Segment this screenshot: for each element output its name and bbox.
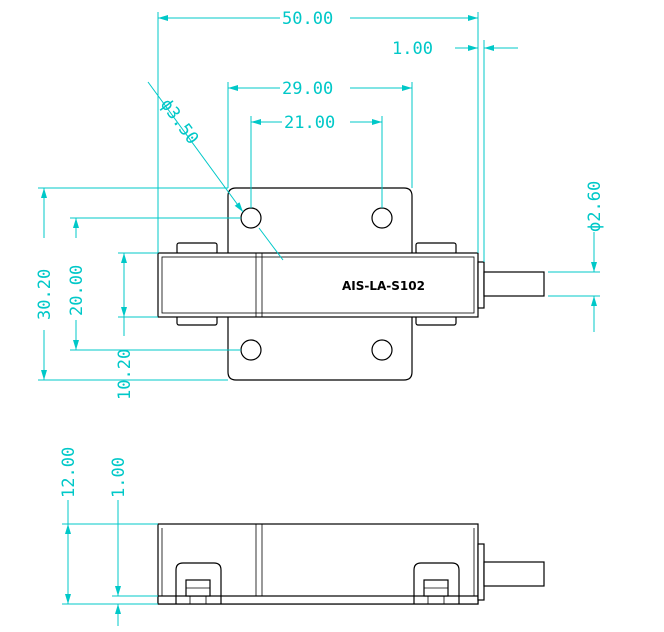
dim-side-height: 12.00 (59, 447, 79, 498)
dim-body-height: 10.20 (115, 349, 135, 400)
side-clip-right (413, 562, 460, 604)
side-cable (483, 561, 545, 587)
dim-flange-height: 30.20 (35, 269, 55, 320)
dim-hole-diameter: ϕ3.50 (156, 95, 202, 148)
mount-hole-top-left (240, 207, 262, 229)
cable-gland (477, 261, 485, 309)
dim-mount-width: 29.00 (282, 79, 333, 99)
sensor-body (157, 252, 479, 318)
dim-overall-length: 50.00 (282, 9, 333, 29)
dim-cable-diameter: ϕ2.60 (585, 181, 605, 232)
cable (483, 271, 545, 297)
clip-top-right (415, 242, 457, 255)
dim-cable-offset: 1.00 (392, 39, 433, 59)
clip-top-left (176, 242, 218, 255)
mount-hole-bottom-left (240, 339, 262, 361)
dim-side-offset: 1.00 (109, 457, 129, 498)
mount-hole-bottom-right (371, 339, 393, 361)
dim-hole-pitch-vertical: 20.00 (67, 265, 87, 316)
top-view: AIS-LA-S102 (157, 187, 545, 381)
dim-hole-spacing: 21.00 (284, 113, 335, 133)
side-view (157, 523, 545, 605)
mount-hole-top-right (371, 207, 393, 229)
part-label: AIS-LA-S102 (342, 279, 425, 293)
side-clip-left (175, 562, 222, 604)
